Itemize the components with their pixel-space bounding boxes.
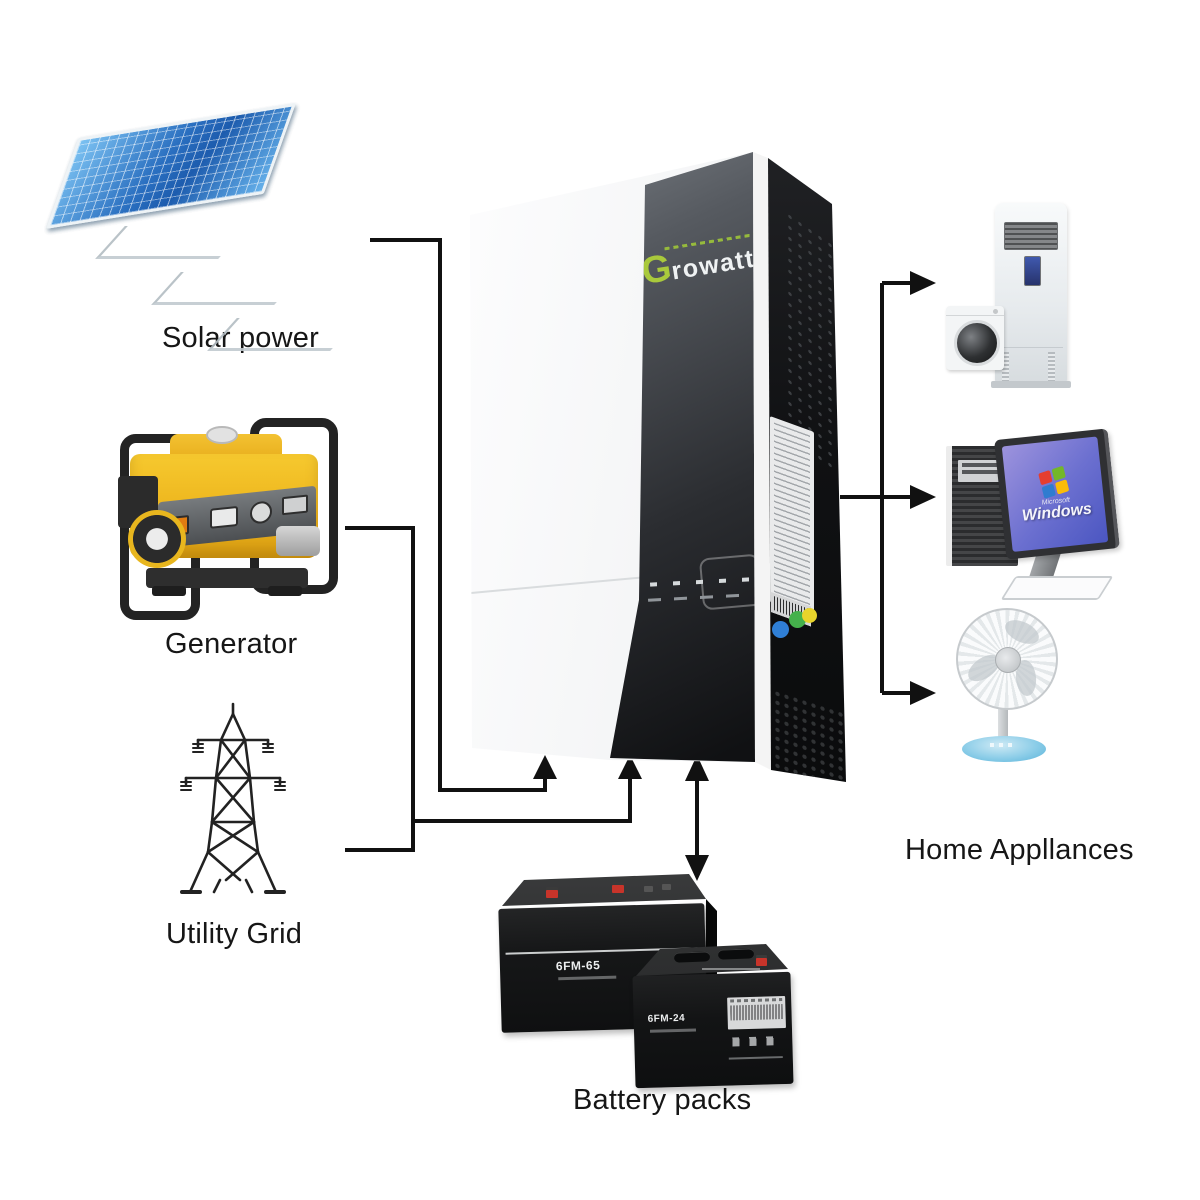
battery-barcode bbox=[727, 995, 786, 1030]
battery-spec-text bbox=[558, 975, 617, 981]
solar-power-label: Solar power bbox=[162, 322, 319, 354]
windows-screen: Microsoft Windows bbox=[1001, 436, 1109, 552]
battery-warning-icons bbox=[732, 1036, 781, 1047]
wire-generator-utility-bus bbox=[345, 526, 415, 852]
battery-front: 6FM-24 bbox=[632, 971, 794, 1089]
wire-bus-to-inverter bbox=[413, 777, 632, 823]
arrowhead-right-fan bbox=[910, 681, 936, 705]
generator-meter bbox=[282, 494, 308, 516]
computer-monitor-icon: Microsoft Windows bbox=[994, 428, 1120, 560]
ac-vent bbox=[1048, 352, 1055, 386]
wire-solar-to-inverter bbox=[370, 238, 547, 792]
battery-model-text: 6FM-24 bbox=[647, 1012, 686, 1025]
battery-model-text: 6FM-65 bbox=[555, 958, 601, 974]
inverter-bottom-vents bbox=[773, 688, 845, 782]
battery-small-icon: 6FM-24 bbox=[628, 938, 808, 1113]
panel-stand bbox=[95, 226, 248, 259]
inverter-unit: Growatt bbox=[455, 140, 865, 820]
panel-stand bbox=[207, 318, 360, 351]
washer-knob bbox=[993, 309, 998, 314]
generator-base bbox=[146, 568, 308, 588]
ac-base bbox=[991, 381, 1071, 388]
inverter-spec-label bbox=[770, 416, 814, 619]
battery-vent-cap bbox=[644, 886, 653, 892]
yellow-sticker-dot bbox=[802, 608, 817, 623]
arrowhead-up-solar bbox=[533, 755, 557, 779]
monitor-base bbox=[1000, 576, 1114, 600]
ac-vent bbox=[1002, 352, 1009, 386]
arrowhead-up-battery bbox=[685, 755, 709, 781]
green-sticker-dot bbox=[789, 611, 806, 628]
utility-grid-label: Utility Grid bbox=[166, 918, 303, 950]
generator-muffler bbox=[276, 526, 320, 556]
drive-bay bbox=[958, 460, 1006, 482]
arrowhead-down-battery bbox=[685, 855, 709, 881]
battery-packs-label: Battery packs bbox=[573, 1084, 752, 1116]
fan-base bbox=[962, 736, 1046, 762]
battery-handle bbox=[717, 948, 755, 960]
battery-spec-text bbox=[649, 1028, 697, 1033]
fan-blade bbox=[1001, 615, 1043, 649]
battery-top-text bbox=[702, 968, 760, 970]
fan-icon bbox=[956, 608, 1058, 710]
generator-fuel-cap bbox=[206, 426, 238, 444]
generator-foot bbox=[152, 586, 186, 596]
battery-terminal bbox=[756, 958, 767, 966]
washing-machine-icon bbox=[946, 306, 1004, 370]
generator-foot bbox=[268, 586, 302, 596]
utility-tower-icon bbox=[168, 700, 298, 905]
generator-label: Generator bbox=[165, 628, 298, 660]
arrowhead-up-grid bbox=[618, 755, 642, 779]
home-appliances-label: Home Appllances bbox=[905, 834, 1134, 866]
panel-stand bbox=[151, 272, 304, 305]
generator-outlet bbox=[210, 505, 238, 529]
fan-buttons bbox=[990, 743, 1016, 747]
battery-handle bbox=[673, 951, 711, 963]
inverter-side-panel bbox=[768, 158, 846, 782]
fan-hub bbox=[995, 647, 1021, 673]
solar-panel bbox=[46, 103, 296, 229]
solar-panels-icon bbox=[46, 103, 400, 351]
generator-recoil-starter bbox=[128, 510, 186, 568]
generator-outlet-round bbox=[250, 500, 272, 525]
inverter-edge-trim bbox=[753, 152, 771, 770]
ac-grill bbox=[1004, 222, 1058, 250]
generator-icon bbox=[118, 418, 338, 626]
battery-vent-cap bbox=[662, 884, 671, 890]
growatt-logo: Growatt bbox=[639, 233, 757, 293]
battery-terminal bbox=[612, 885, 624, 893]
washer-panel-line bbox=[946, 315, 1004, 316]
battery-terminal bbox=[546, 890, 558, 898]
windows-text: Windows bbox=[1021, 499, 1093, 525]
windows-flag-icon bbox=[1038, 465, 1070, 499]
arrowhead-right-ac bbox=[910, 271, 936, 295]
ac-seam bbox=[999, 347, 1063, 348]
growatt-logo-text: rowatt bbox=[669, 244, 757, 286]
ac-display bbox=[1024, 256, 1041, 286]
arrowhead-right-computer bbox=[910, 485, 936, 509]
air-conditioner-icon bbox=[991, 203, 1071, 388]
battery-small-text bbox=[728, 1056, 783, 1060]
washer-door bbox=[954, 320, 1000, 366]
fan-neck bbox=[998, 702, 1008, 744]
blue-sticker-dot bbox=[772, 621, 789, 638]
spec-label-text-lines bbox=[774, 422, 810, 612]
